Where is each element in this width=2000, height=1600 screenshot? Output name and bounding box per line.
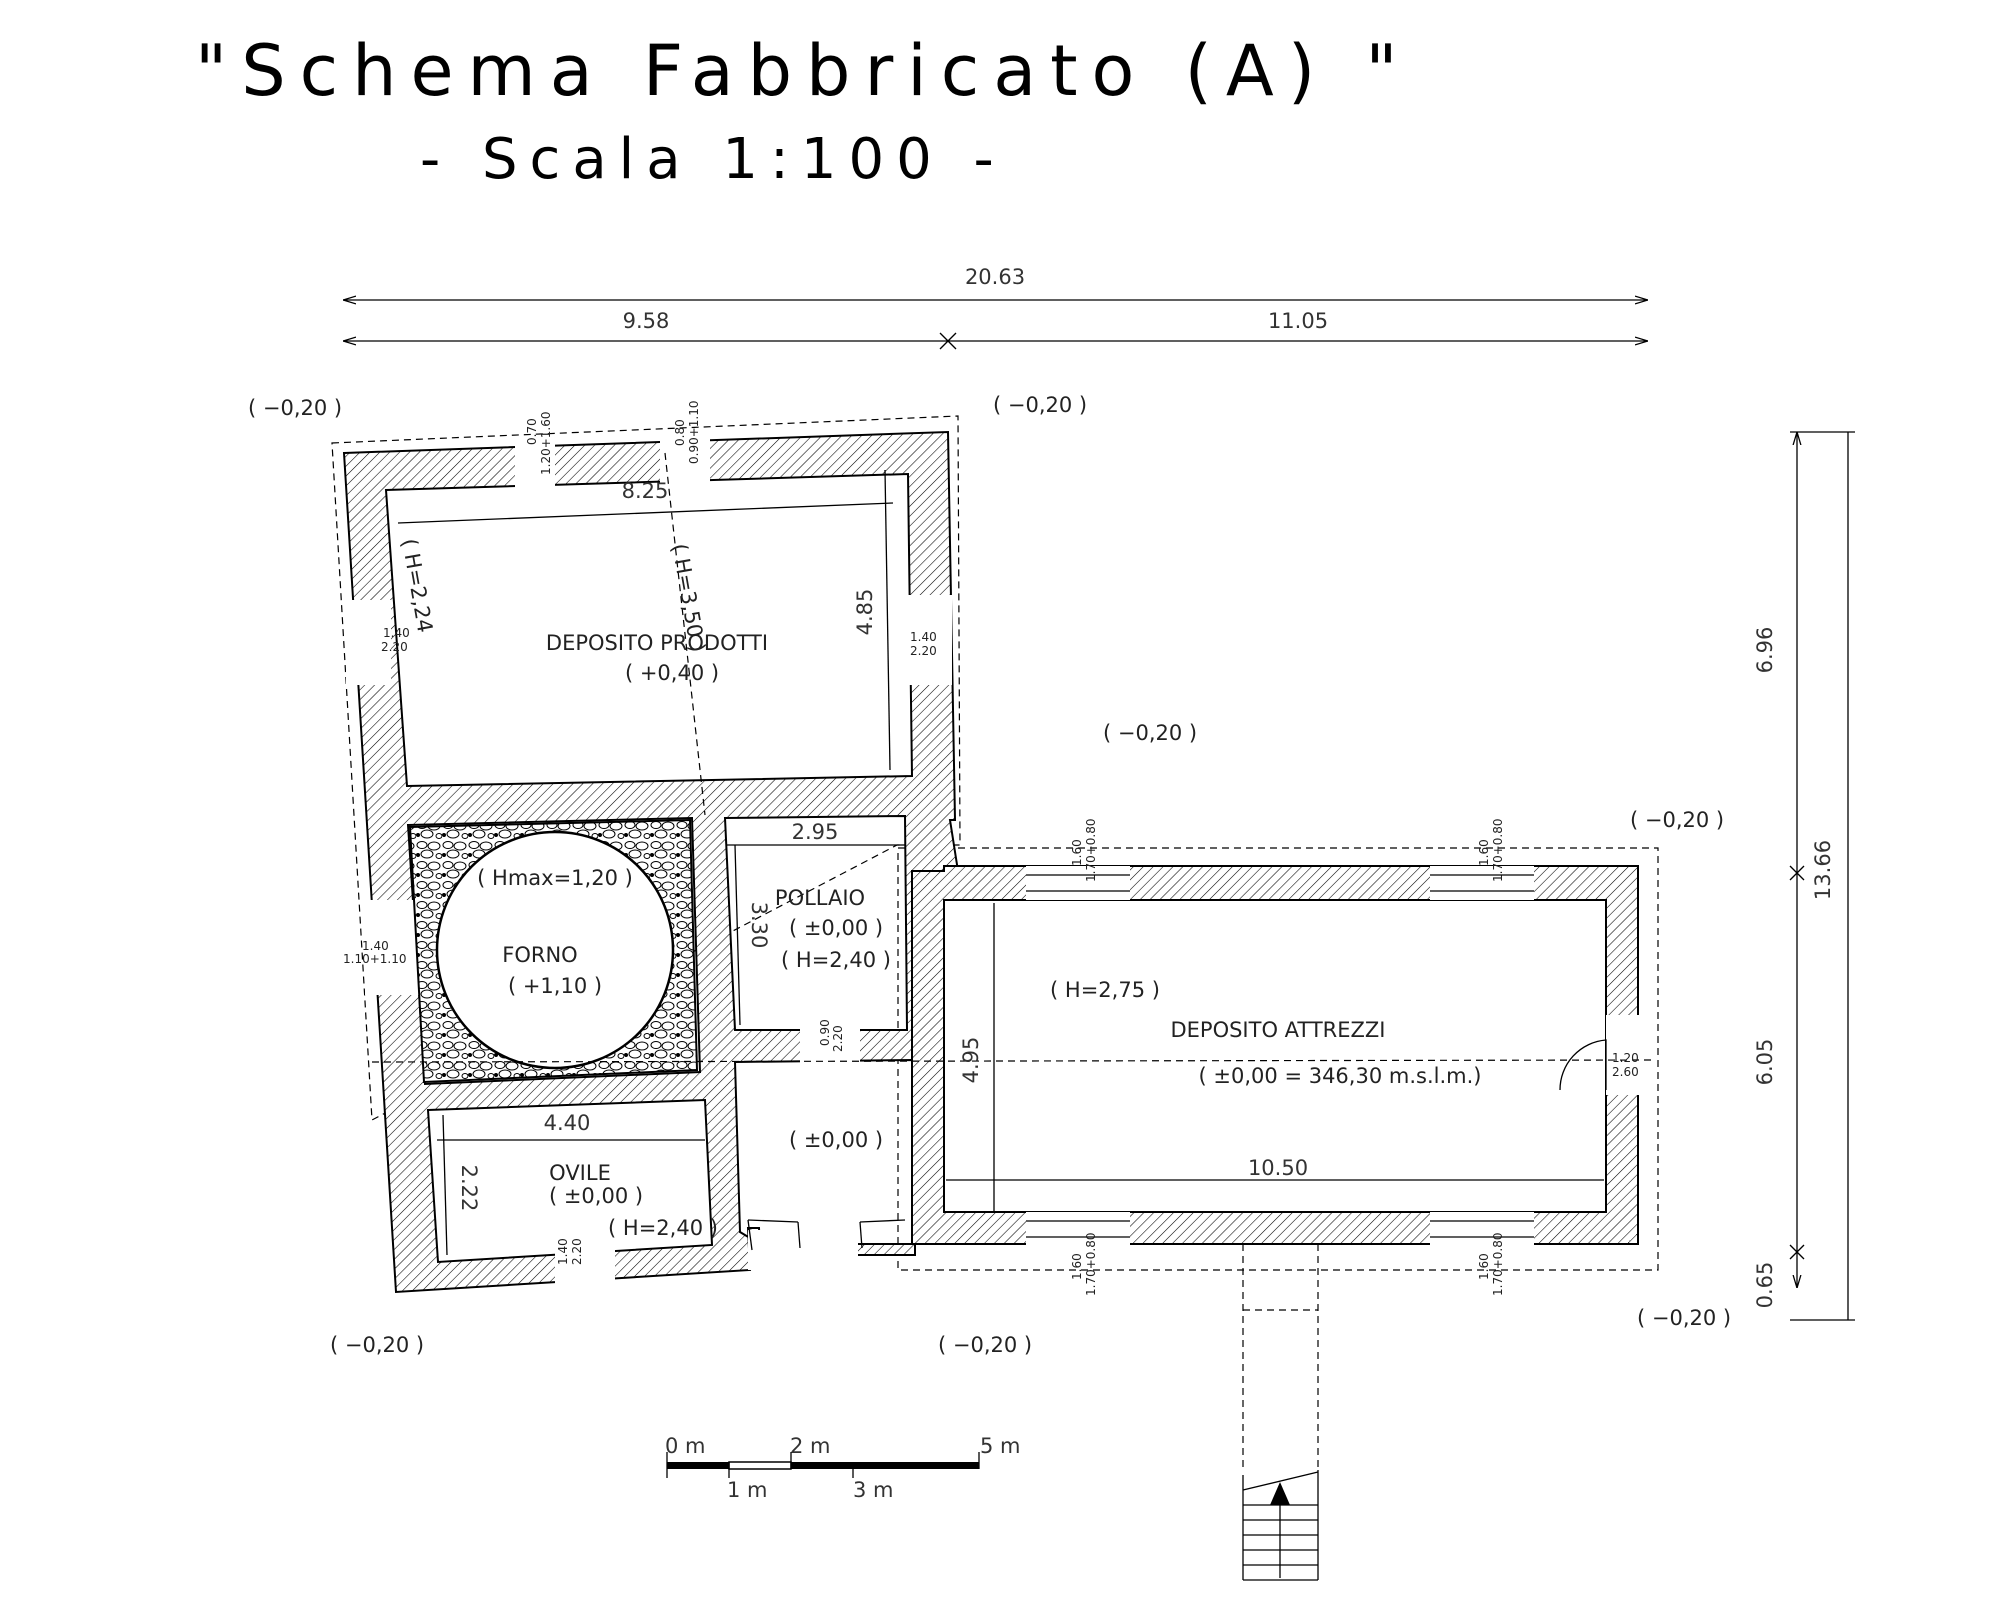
room-deposito-attrezzi: ( H=2,75 ) DEPOSITO ATTREZZI ( ±0,00 = 3… <box>959 978 1481 1180</box>
room-forno: ( Hmax=1,20 ) FORNO ( +1,10 ) <box>477 866 633 998</box>
top-dimensions: 20.63 9.58 11.05 <box>343 265 1648 350</box>
room-level: ( ±0,00 ) <box>789 1128 883 1152</box>
opening-label: 0.90+1.10 <box>687 401 701 465</box>
room-depth: 4.95 <box>959 1037 983 1084</box>
opening-label: 1.40 <box>910 630 937 644</box>
room-name: OVILE <box>549 1161 611 1185</box>
walls-right-block <box>911 865 1640 1246</box>
room-level: ( ±0,00 = 346,30 m.s.l.m.) <box>1199 1064 1482 1088</box>
opening-label: 1.60 <box>1477 839 1491 866</box>
opening-label: 2.20 <box>910 644 937 658</box>
opening-label: 2.20 <box>381 640 408 654</box>
room-height: ( H=2,75 ) <box>1050 978 1160 1002</box>
opening-label: 1.20+1.60 <box>539 412 553 476</box>
opening-label: 1.70+0.80 <box>1491 819 1505 883</box>
room-name: DEPOSITO PRODOTTI <box>546 631 768 655</box>
room-pollaio: 2.95 POLLAIO ( ±0,00 ) ( H=2,40 ) 3.30 <box>747 820 891 972</box>
opening-label: 1.60 <box>1070 839 1084 866</box>
roof-outline-left <box>331 415 961 1121</box>
opening-label: 1.40 <box>362 939 389 953</box>
opening-label: 2.20 <box>570 1238 584 1265</box>
ground-level: ( −0,20 ) <box>993 393 1087 417</box>
opening-label: 1.40 <box>556 1238 570 1265</box>
room-level: ( ±0,00 ) <box>549 1184 643 1208</box>
dim-left-width: 9.58 <box>623 309 670 333</box>
room-width: 4.40 <box>544 1111 591 1135</box>
opening-label: 2.60 <box>1612 1065 1639 1079</box>
ground-levels: ( −0,20 ) ( −0,20 ) ( −0,20 ) ( −0,20 ) … <box>248 393 1731 1357</box>
room-level: ( +1,10 ) <box>508 974 602 998</box>
room-name: POLLAIO <box>775 886 865 910</box>
room-depth: 2.22 <box>457 1165 481 1212</box>
room-depth: 3.30 <box>747 902 771 949</box>
opening-label: 1.60 <box>1070 1253 1084 1280</box>
opening-label: 1.40 <box>383 626 410 640</box>
page-title: "Schema Fabbricato (A) " <box>195 30 1412 112</box>
room-height-2: ( H=2,24 <box>397 537 437 635</box>
room-ovile: 4.40 OVILE ( ±0,00 ) ( H=2,40 ) 2.22 <box>457 1111 718 1240</box>
room-level: ( +0,40 ) <box>625 661 719 685</box>
oven <box>408 818 699 1084</box>
opening-label: 0.70 <box>525 418 539 445</box>
opening-label: 1.20 <box>1612 1051 1639 1065</box>
opening-label: 1.60 <box>1477 1253 1491 1280</box>
opening-label: 1.70+0.80 <box>1084 1233 1098 1297</box>
room-height: ( H=2,40 ) <box>608 1216 718 1240</box>
room-level: ( ±0,00 ) <box>789 916 883 940</box>
ground-level: ( −0,20 ) <box>248 396 342 420</box>
room-name: DEPOSITO ATTREZZI <box>1170 1018 1385 1042</box>
opening-label: 1.10+1.10 <box>343 952 407 966</box>
scale-label-2m: 2 m <box>790 1434 831 1458</box>
ground-level: ( −0,20 ) <box>1103 721 1197 745</box>
opening-annotations: 0.70 1.20+1.60 0.80 0.90+1.10 1.40 2.20 … <box>343 401 1639 1297</box>
room-width: 8.25 <box>622 479 669 503</box>
dim-upper-height: 6.96 <box>1753 627 1777 674</box>
opening-label: 1.70+0.80 <box>1491 1233 1505 1297</box>
opening-label: 1.70+0.80 <box>1084 819 1098 883</box>
room-height: ( Hmax=1,20 ) <box>477 866 633 890</box>
interior-dimensions <box>371 452 1656 1256</box>
ground-level: ( −0,20 ) <box>1630 808 1724 832</box>
opening-label: 2.20 <box>831 1025 845 1052</box>
scale-bar: 0 m 2 m 5 m 1 m 3 m <box>665 1434 1021 1502</box>
room-width: 10.50 <box>1248 1156 1308 1180</box>
dim-middle-height: 6.05 <box>1753 1039 1777 1086</box>
room-deposito-prodotti: DEPOSITO PRODOTTI ( +0,40 ) ( H=3,50 ) (… <box>397 479 877 685</box>
dim-right-width: 11.05 <box>1268 309 1328 333</box>
room-width: 2.95 <box>792 820 839 844</box>
ground-level: ( −0,20 ) <box>938 1333 1032 1357</box>
room-name: FORNO <box>502 943 577 967</box>
right-dimensions: 6.96 6.05 0.65 13.66 <box>1753 431 1855 1321</box>
openings-left-block <box>346 436 952 1290</box>
dim-total-width: 20.63 <box>965 265 1025 289</box>
room-depth: 4.85 <box>853 589 877 636</box>
walls-left-block <box>342 430 960 1294</box>
room-passage: ( ±0,00 ) <box>789 1128 883 1152</box>
scale-label-0m: 0 m <box>665 1434 706 1458</box>
dim-total-height: 13.66 <box>1811 840 1835 900</box>
dim-lower-height: 0.65 <box>1753 1262 1777 1309</box>
access-stair <box>1242 1244 1319 1581</box>
ground-level: ( −0,20 ) <box>330 1333 424 1357</box>
scale-label-3m: 3 m <box>853 1478 894 1502</box>
opening-label: 0.90 <box>818 1019 832 1046</box>
scale-label-1m: 1 m <box>727 1478 768 1502</box>
scale-subtitle: - Scala 1:100 - <box>420 127 1006 192</box>
roof-outline-right <box>897 847 1659 1271</box>
opening-label: 0.80 <box>673 419 687 446</box>
scale-label-5m: 5 m <box>980 1434 1021 1458</box>
ground-level: ( −0,20 ) <box>1637 1306 1731 1330</box>
room-height: ( H=2,40 ) <box>781 948 891 972</box>
